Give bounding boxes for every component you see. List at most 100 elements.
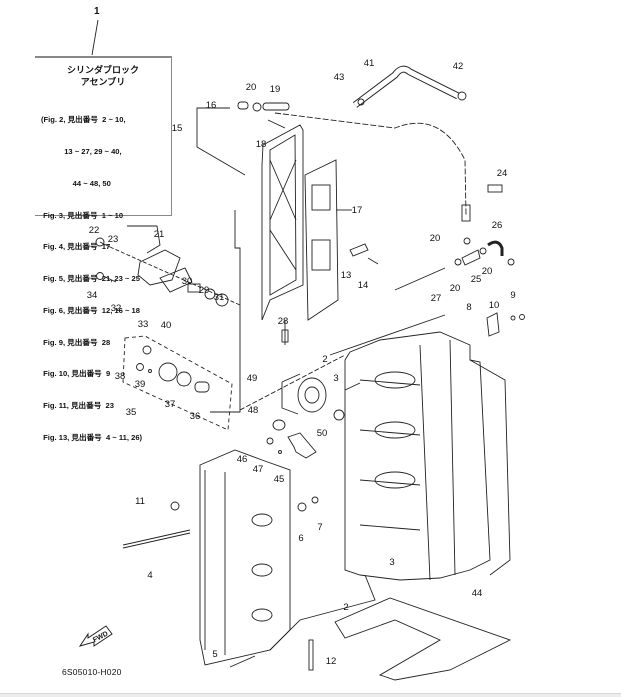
seal-20 [463,237,471,245]
callout-label-22: 22 [89,225,100,236]
legend-line: Fig. 6, 見出番号 12, 16 ~ 18 [41,305,140,315]
part-48 [272,419,286,431]
callout-label-44: 44 [472,588,483,599]
legend-line: (Fig. 2, 見出番号 2 ~ 10, [41,115,126,125]
callout-label-25: 25 [471,274,482,285]
joint-25 [461,249,481,266]
callout-label-34: 34 [87,290,98,301]
bracket-15 [196,107,246,176]
bolt-6 [297,502,307,512]
callout-label-39: 39 [135,379,146,390]
callout-label-28: 28 [278,316,289,327]
callout-label-18: 18 [256,139,267,150]
part-13 [349,243,369,257]
washer-7 [311,496,319,504]
bolt-11 [170,501,180,511]
bolt-40 [142,345,152,355]
callout-label-37: 37 [165,399,176,410]
callout-label-7: 7 [317,522,322,533]
assembly-name: シリンダブロック [66,65,139,75]
callout-label-3: 3 [333,373,338,384]
callout-label-24: 24 [497,168,508,179]
pipe-27 [394,267,446,291]
callout-label-27: 27 [431,293,442,304]
drawing-code: 6S05010-H020 [62,667,122,677]
thermostat-cover-32 [137,249,181,286]
callout-label-26: 26 [492,220,503,231]
callout-label-11: 11 [135,496,145,507]
callout-label-31: 31 [214,292,225,303]
dowel-3 [344,382,361,391]
callout-label-8: 8 [466,302,471,313]
part-37 [176,371,192,387]
exhaust-cover-gasket-17 [304,159,339,321]
part-28-pipe [281,329,289,343]
bolt-5 [229,655,256,668]
callout-label-9: 9 [510,290,515,301]
callout-label-17: 17 [352,205,363,216]
callout-label-21: 21 [154,229,165,240]
callout-label-19: 19 [270,84,281,95]
callout-label-46: 46 [237,454,248,465]
bottom-border [0,693,621,697]
callout-label-42: 42 [453,61,464,72]
part-20-seal [252,102,262,112]
washer-47 [278,450,282,454]
part-50 [333,409,345,421]
callout-label-2: 2 [322,354,327,365]
exhaust-outer-cover-rib [269,134,297,296]
part-19 [262,102,290,111]
leader-line [91,19,99,56]
legend-line: Fig. 13, 見出番号 4 ~ 11, 26) [41,433,143,442]
hose-26 [487,240,504,256]
callout-label-5: 5 [212,649,217,660]
callout-label-6: 6 [298,533,303,544]
callout-label-29: 29 [199,285,210,296]
callout-label-48: 48 [248,405,259,416]
assembly-subtitle: アセンブリ [80,77,126,87]
callout-label-16: 16 [206,100,217,111]
bolt-18 [267,119,286,129]
gasket-33 [159,267,193,293]
callout-label-49: 49 [247,373,258,384]
callout-label-20: 20 [246,82,257,93]
seal-20 [454,258,462,266]
callout-label-35: 35 [126,407,137,418]
part-36 [194,381,210,393]
bolt-14 [367,257,379,265]
callout-label-20: 20 [450,283,461,294]
bracket-45 [287,432,317,459]
group-bracket [210,210,241,413]
callout-label-40: 40 [161,320,172,331]
callout-label-45: 45 [274,474,285,485]
callout-label-43: 43 [334,72,345,83]
part-plug [507,258,515,266]
legend-box: シリンダブロック アセンブリ (Fig. 2, 見出番号 2 ~ 10, 13 … [35,56,172,442]
callout-label-20: 20 [482,266,493,277]
washer-10 [510,315,516,321]
group-35-boundary [122,335,233,431]
part-16 [237,101,249,110]
callout-label-32: 32 [111,303,122,314]
callout-label-3: 3 [389,557,394,568]
callout-label-12: 12 [326,656,337,667]
hose-clamp-43 [357,98,365,106]
callout-label-10: 10 [489,300,500,311]
callout-label-30: 30 [182,276,193,287]
callout-label-33: 33 [138,319,149,330]
callout-label-13: 13 [341,270,352,281]
exhaust-outer-cover [261,124,304,321]
callout-label-50: 50 [317,428,328,439]
water-hose-line [274,112,467,216]
assembly-reference-number: 1 [94,6,100,17]
oil-filter-49 [297,377,327,413]
callout-label-20: 20 [430,233,441,244]
callout-label-2: 2 [343,602,348,613]
callout-label-41: 41 [364,58,375,69]
legend-line: Fig. 10, 見出番号 9 [41,369,111,379]
callout-label-14: 14 [358,280,369,291]
bolt-46 [266,437,274,445]
bolt-38 [136,363,144,371]
legend-line: Fig. 11, 見出番号 23 [41,401,115,411]
